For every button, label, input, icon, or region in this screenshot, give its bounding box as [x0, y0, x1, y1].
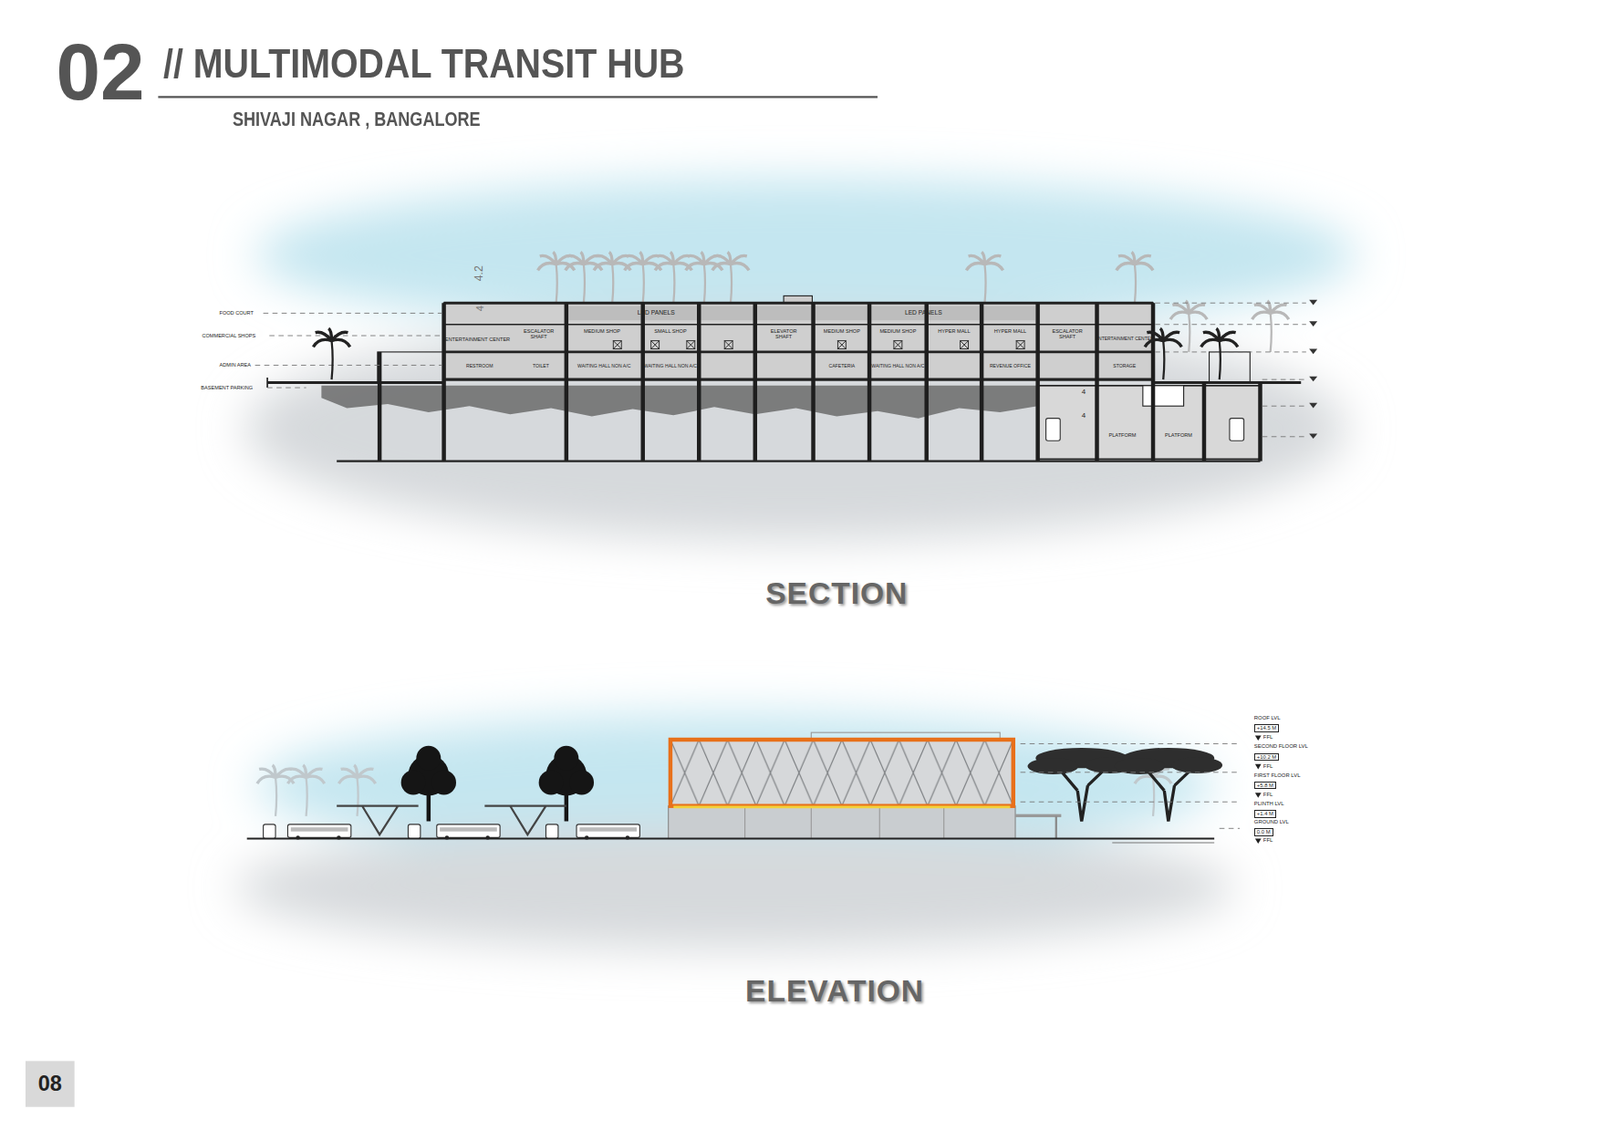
room-label: RESTROOM	[466, 363, 494, 370]
level-name: FIRST FLOOR LVL	[1254, 772, 1301, 780]
room-label: WAITING HALL NON A/C	[644, 363, 697, 370]
room-label: MEDIUM SHOP	[879, 328, 916, 334]
level-tag: FFL	[1263, 734, 1274, 741]
level-tag: FFL	[1263, 837, 1274, 844]
room-label: CAFETERIA	[828, 363, 855, 370]
level-value: +10.2 M	[1254, 753, 1280, 762]
level-name: ROOF LVL	[1254, 715, 1281, 722]
level-name: GROUND LVL	[1254, 819, 1289, 826]
sheet-number: 02	[56, 28, 146, 116]
level-value: +5.8 M	[1254, 781, 1277, 790]
room-label: WAITING HALL NON A/C	[871, 363, 925, 370]
room-label: ENTERTAINMENT CENTER	[1095, 336, 1154, 343]
level-label: FOOD COURT	[219, 310, 254, 316]
room-label: REVENUE OFFICE	[989, 363, 1031, 370]
room-label: MEDIUM SHOP	[823, 328, 861, 334]
dimension: 4	[1081, 412, 1086, 421]
room-label: WAITING HALL NON A/C	[577, 363, 631, 370]
drawing-caption: ELEVATION	[745, 975, 925, 1009]
sheet-subtitle: SHIVAJI NAGAR , BANGALORE	[232, 109, 481, 131]
room-label: ELEVATOR SHAFT	[768, 328, 800, 340]
dimension: 4.2	[473, 265, 487, 281]
room-label: ENTERTAINMENT CENTER	[445, 336, 510, 343]
level-label: COMMERCIAL SHOPS	[201, 332, 256, 339]
dimension: 4	[1081, 388, 1086, 397]
room-label: HYPER MALL	[994, 328, 1027, 334]
level-name: SECOND FLOOR LVL	[1254, 743, 1309, 750]
room-label: ESCALATOR SHAFT	[1051, 328, 1083, 340]
level-value: 0.0 M	[1254, 828, 1274, 837]
room-label: LED PANELS	[904, 309, 943, 316]
room-label: STORAGE	[1112, 363, 1136, 370]
level-name: PLINTH LVL	[1254, 800, 1285, 808]
level-value: +14.5 M	[1254, 724, 1280, 733]
drawing-caption: SECTION	[765, 577, 908, 612]
level-tag: FFL	[1263, 763, 1274, 770]
level-label: ADMIN AREA	[219, 362, 251, 368]
sheet-title: // MULTIMODAL TRANSIT HUB	[163, 41, 685, 86]
room-label: SMALL SHOP	[654, 328, 686, 334]
level-value: +1.4 M	[1254, 810, 1277, 819]
room-label: PLATFORM	[1164, 432, 1193, 438]
page-number: 08	[38, 1072, 63, 1097]
room-label: HYPER MALL	[937, 328, 970, 334]
room-label: ESCALATOR SHAFT	[523, 328, 555, 340]
level-label: BASEMENT PARKING	[200, 384, 253, 391]
room-label: LED PANELS	[637, 309, 676, 316]
room-label: MEDIUM SHOP	[583, 328, 621, 334]
room-label: TOILET	[532, 363, 550, 370]
room-label: PLATFORM	[1109, 432, 1137, 438]
level-tag: FFL	[1263, 791, 1274, 799]
dimension: 4	[474, 305, 486, 312]
